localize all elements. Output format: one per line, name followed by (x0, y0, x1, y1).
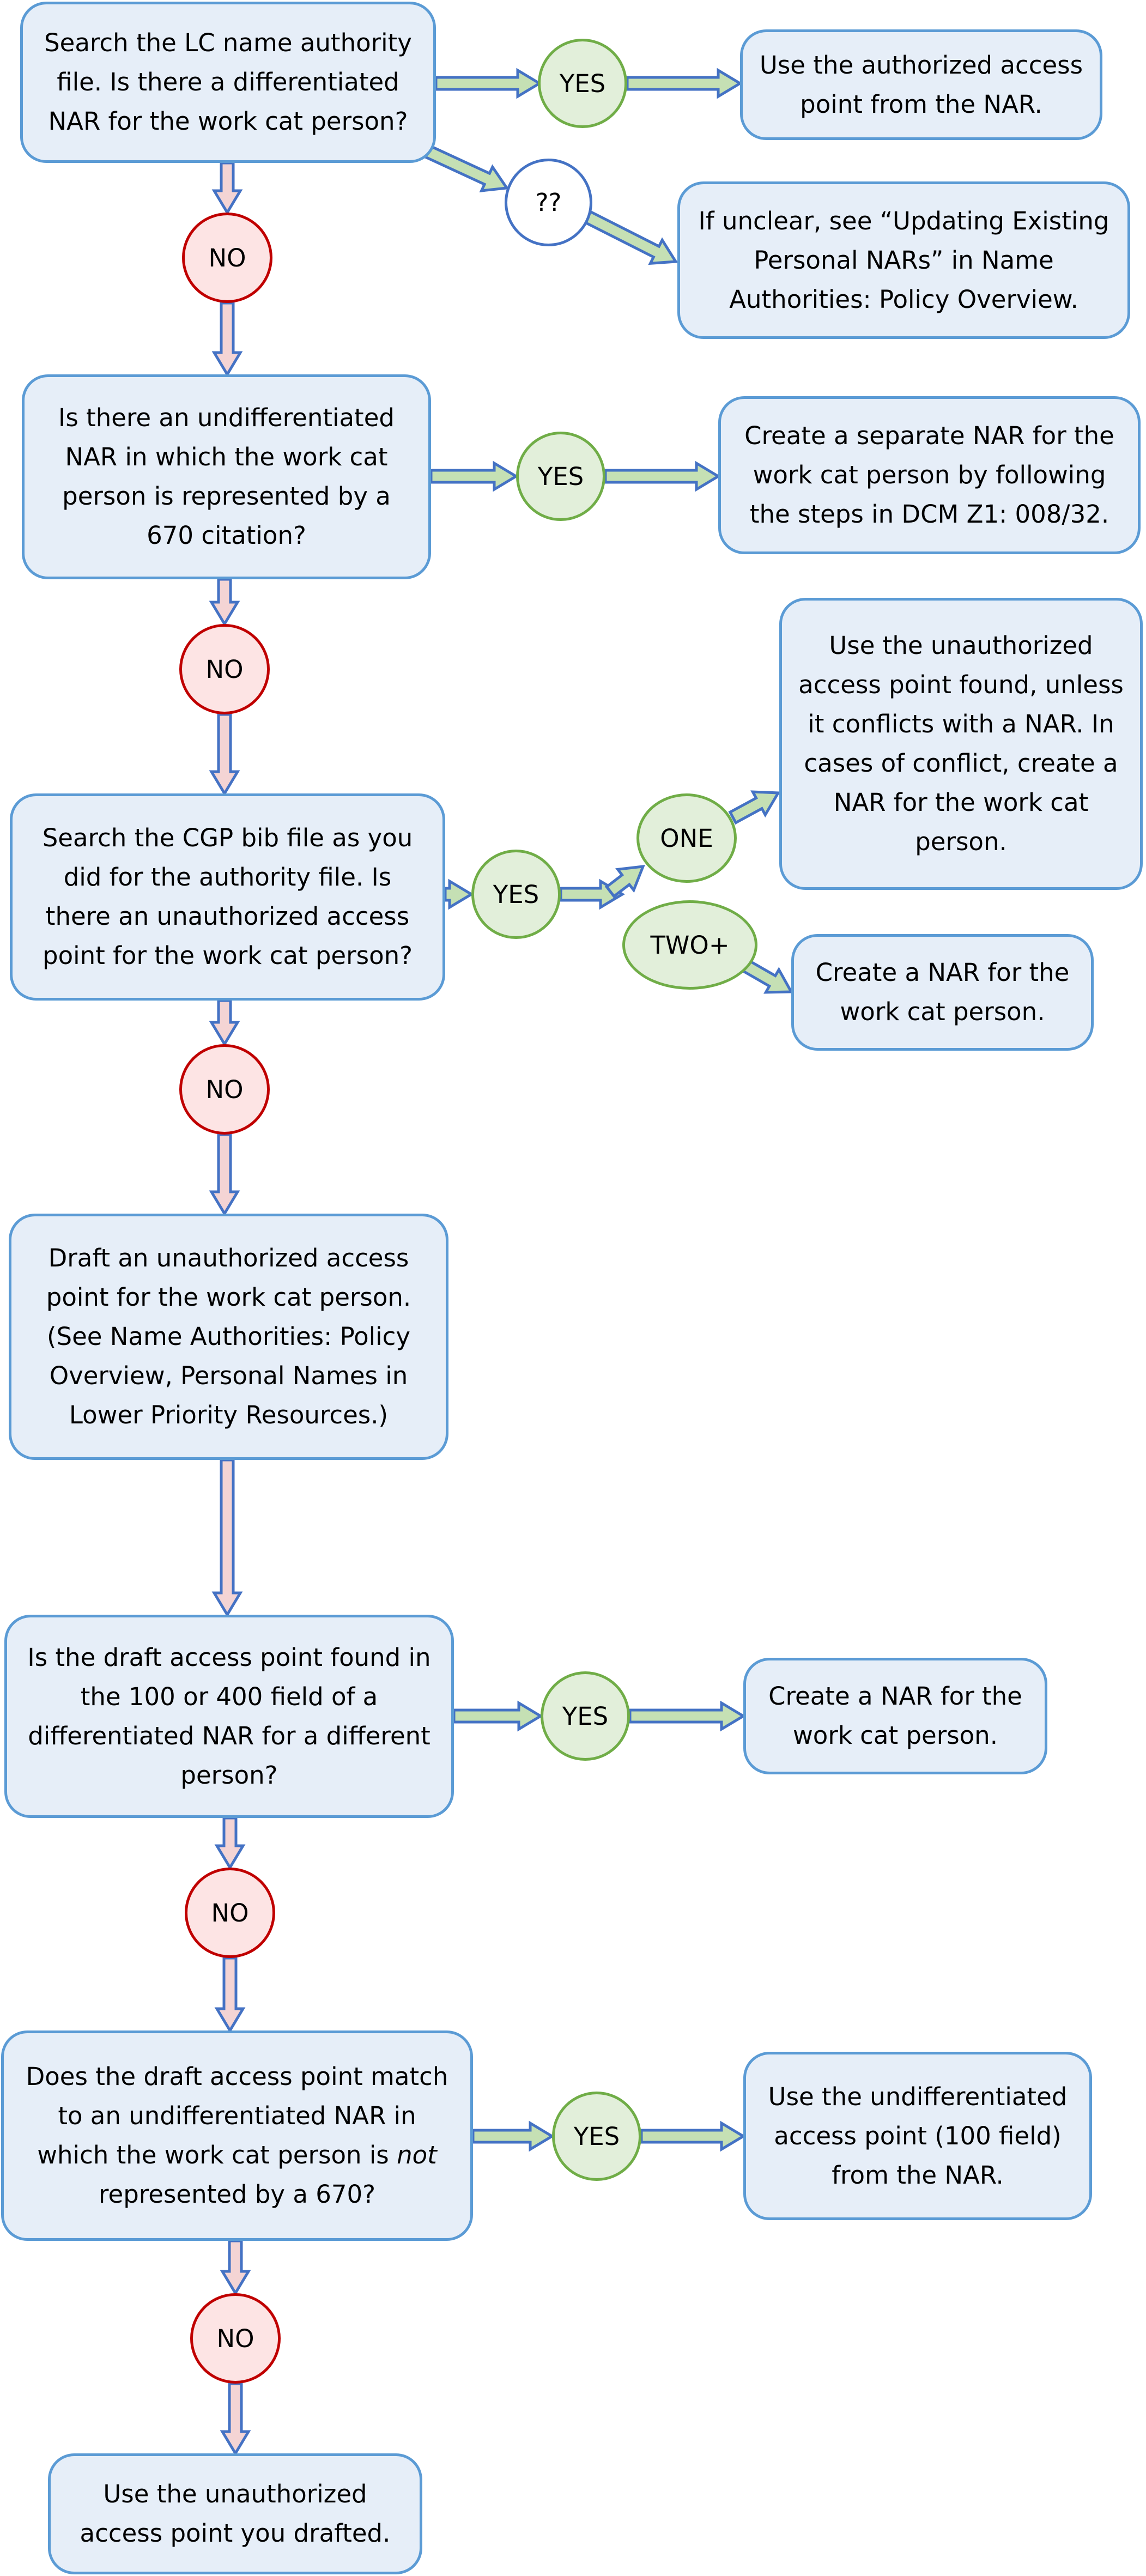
result-r1-text: Use the authorized access point from the… (759, 50, 1083, 119)
one-label: ONE (660, 823, 713, 853)
step-q2-undifferentiated-nar: Is there an undifferentiated NAR in whic… (22, 374, 431, 579)
no-circle-q2: NO (179, 624, 270, 714)
no-circle-q5: NO (185, 1868, 275, 1958)
arrow-q5-to-no (214, 1816, 246, 1870)
arrow-split-to-one (604, 865, 645, 899)
step-q6-text-emphasis: not (397, 2141, 437, 2169)
yes-circle-q6: YES (552, 2092, 641, 2181)
result-use-unauthorized-access-point-found: Use the unauthorized access point found,… (779, 598, 1143, 890)
result-use-authorized-access-point: Use the authorized access point from the… (740, 29, 1102, 140)
arrow-one-to-r3a (728, 790, 781, 825)
arrow-q1-to-no (211, 161, 243, 215)
step-s4-draft-access-point: Draft an unauthorized access point for t… (9, 1214, 448, 1460)
no-label: NO (205, 654, 244, 684)
arrow-q1-to-unclear (423, 144, 510, 192)
arrow-no-to-s4 (209, 1133, 240, 1216)
result-r1b-text: If unclear, see “Updating Existing Perso… (698, 206, 1109, 314)
step-q6-text-post: represented by a 670? (99, 2180, 375, 2209)
arrow-q3-to-yes (444, 878, 474, 910)
two-plus-circle-q3: TWO+ (622, 900, 757, 990)
no-label: NO (216, 2324, 254, 2353)
result-create-separate-nar: Create a separate NAR for the work cat p… (718, 396, 1141, 554)
yes-circle-q2: YES (516, 432, 605, 521)
no-label: NO (205, 1075, 244, 1104)
unclear-label: ?? (535, 188, 562, 217)
arrow-q2-to-yes (429, 460, 519, 492)
one-circle-q3: ONE (636, 793, 737, 883)
no-label: NO (211, 1898, 249, 1928)
step-s4-text: Draft an unauthorized access point for t… (46, 1244, 411, 1429)
no-circle-q3: NO (179, 1044, 270, 1135)
step-q3-text: Search the CGP bib file as you did for t… (42, 823, 413, 970)
step-q1-text: Search the LC name authority file. Is th… (44, 28, 412, 136)
no-circle-q6: NO (190, 2293, 281, 2384)
arrow-no-to-end (220, 2382, 251, 2456)
step-q1-search-name-authority: Search the LC name authority file. Is th… (20, 2, 436, 163)
result-create-nar-two-plus: Create a NAR for the work cat person. (791, 934, 1094, 1051)
yes-label: YES (537, 462, 584, 491)
two-plus-label: TWO+ (650, 930, 730, 960)
result-r5-text: Create a NAR for the work cat person. (768, 1682, 1022, 1750)
arrow-unclear-to-r1b (583, 209, 678, 265)
step-q2-text: Is there an undifferentiated NAR in whic… (58, 403, 395, 550)
step-q6-draft-matches-undifferentiated: Does the draft access point match to an … (1, 2031, 473, 2241)
arrow-yes-to-r2 (604, 460, 721, 492)
yes-label: YES (493, 880, 539, 909)
no-circle-q1: NO (182, 213, 272, 303)
yes-circle-q3: YES (471, 850, 561, 939)
step-q5-text: Is the draft access point found in the 1… (27, 1642, 431, 1790)
result-use-drafted-access-point: Use the unauthorized access point you dr… (48, 2453, 422, 2574)
yes-circle-q1: YES (538, 39, 627, 128)
step-q6-text-pre: Does the draft access point match to an … (26, 2062, 448, 2169)
result-r3b-text: Create a NAR for the work cat person. (815, 958, 1070, 1026)
result-use-undifferentiated-access-point: Use the undifferentiated access point (1… (743, 2052, 1092, 2220)
arrow-q2-to-no (209, 578, 240, 627)
yes-label: YES (562, 1701, 609, 1731)
no-label: NO (208, 243, 246, 272)
unclear-circle-q1: ?? (505, 159, 592, 246)
arrow-q6-to-no (220, 2239, 251, 2296)
yes-label: YES (573, 2122, 620, 2151)
arrow-q6-to-yes (471, 2120, 555, 2152)
arrow-s4-to-q5 (211, 1458, 243, 1617)
arrow-no-to-q3 (209, 713, 240, 796)
yes-circle-q5: YES (541, 1671, 630, 1761)
arrow-yes-to-r1 (626, 68, 743, 99)
result-end-text: Use the unauthorized access point you dr… (80, 2480, 391, 2548)
yes-label: YES (559, 69, 606, 98)
result-r2-text: Create a separate NAR for the work cat p… (744, 421, 1114, 529)
arrow-yes-to-r5 (628, 1700, 746, 1732)
arrow-no-to-q2 (211, 301, 243, 377)
arrow-q3-to-no (209, 999, 240, 1047)
arrow-q1-to-yes (434, 68, 542, 99)
step-q6-text: Does the draft access point match to an … (20, 2057, 454, 2214)
result-r3a-text: Use the unauthorized access point found,… (798, 631, 1124, 856)
result-if-unclear-see-policy: If unclear, see “Updating Existing Perso… (677, 181, 1130, 339)
step-q5-draft-in-differentiated-nar: Is the draft access point found in the 1… (4, 1615, 454, 1818)
result-r6-text: Use the undifferentiated access point (1… (768, 2082, 1068, 2190)
result-create-nar-q5: Create a NAR for the work cat person. (743, 1658, 1047, 1774)
arrow-yes-to-r6 (640, 2120, 746, 2152)
step-q3-search-cgp-bib: Search the CGP bib file as you did for t… (10, 793, 445, 1001)
arrow-q5-to-yes (452, 1700, 543, 1732)
arrow-no-to-q6 (214, 1956, 246, 2033)
